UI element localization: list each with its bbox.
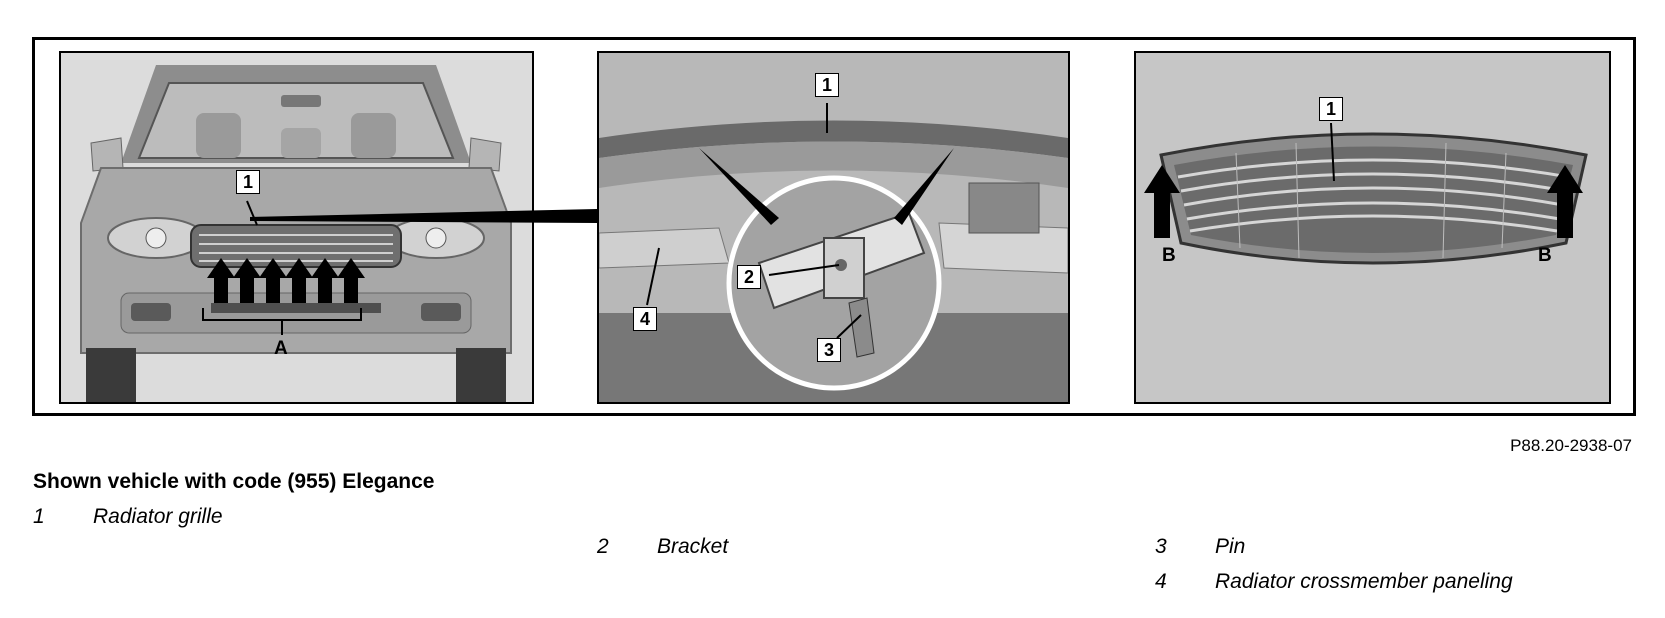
legend-number: 1 (33, 505, 45, 528)
figure-reference-number: P88.20-2938-07 (1510, 436, 1632, 455)
illustration-frame: 1 A (32, 37, 1636, 416)
legend-number: 3 (1155, 535, 1167, 558)
legend-label: Radiator grille (93, 505, 223, 528)
callout-a: A (274, 338, 288, 359)
callout-4: 4 (633, 307, 657, 331)
callout-b-left: B (1162, 245, 1176, 266)
callout-2: 2 (737, 265, 761, 289)
legend-label: Pin (1215, 535, 1246, 558)
radiator-grille-drawing (1136, 53, 1609, 402)
legend-label: Bracket (657, 535, 729, 558)
callout-b-right: B (1538, 245, 1552, 266)
legend-number: 4 (1155, 570, 1167, 593)
legend-number: 2 (597, 535, 609, 558)
callout-1: 1 (236, 170, 260, 194)
legend-label: Radiator crossmember paneling (1215, 570, 1513, 593)
callout-3: 3 (817, 338, 841, 362)
zoom-connector (250, 209, 597, 223)
callout-1: 1 (815, 73, 839, 97)
radiator-grille-image: 1 B B (1134, 51, 1611, 404)
bracket-detail-image: 1 2 3 4 (597, 51, 1070, 404)
callout-1: 1 (1319, 97, 1343, 121)
caption-title: Shown vehicle with code (955) Elegance (33, 470, 435, 493)
